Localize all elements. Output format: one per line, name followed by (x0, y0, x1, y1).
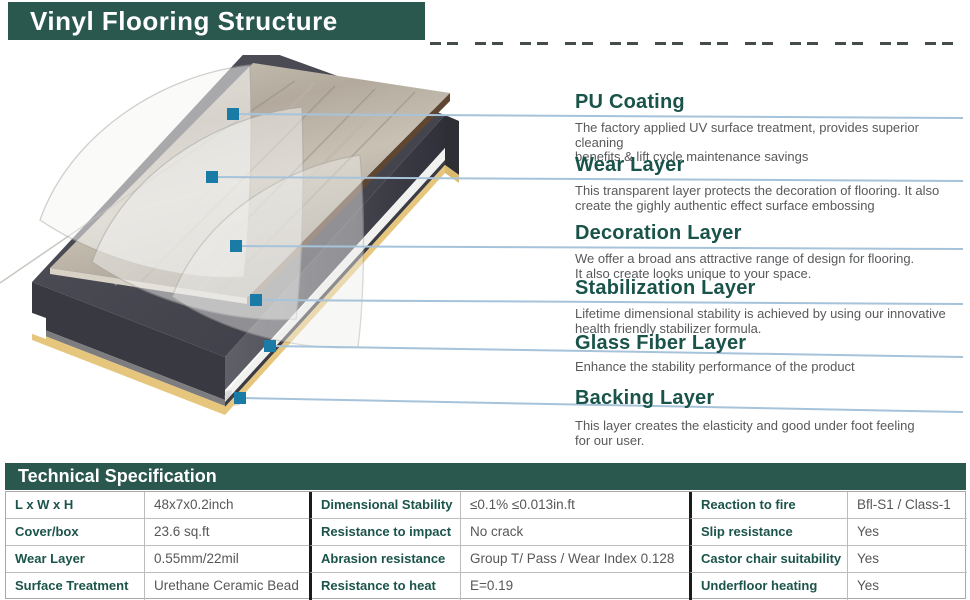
spec-label-cell: Wear Layer (6, 546, 144, 573)
callout-line-glassfiber (269, 345, 964, 358)
callout-line-decoration (235, 245, 964, 250)
spec-value-cell: Group T/ Pass / Wear Index 0.128 (460, 546, 689, 573)
layer-description: We offer a broad ans attractive range of… (575, 251, 915, 281)
spec-value-cell: Yes (847, 573, 967, 600)
spec-value-cell: 23.6 sq.ft (144, 519, 309, 546)
label-stabilization-layer: Stabilization Layer (575, 276, 967, 300)
spec-value-cell: 0.55mm/22mil (144, 546, 309, 573)
layer-description: This transparent layer protects the deco… (575, 183, 940, 213)
callout-marker-wear (206, 171, 218, 183)
spec-label-cell: Underfloor heating (689, 573, 847, 600)
flooring-structure-illustration (0, 55, 964, 415)
callout-marker-decoration (230, 240, 242, 252)
label-glass-fiber-layer: Glass Fiber Layer (575, 331, 967, 355)
layer-name: Stabilization Layer (575, 277, 756, 299)
spec-label-cell: Surface Treatment (15, 578, 129, 593)
label-pu-coating: PU Coating (575, 90, 967, 114)
callout-marker-stabilization (250, 294, 262, 306)
dashed-divider (430, 42, 966, 45)
label-wear-layer: Wear Layer (575, 153, 967, 177)
spec-value-cell: Urethane Ceramic Bead (144, 573, 309, 600)
spec-label-cell: Castor chair suitability (689, 546, 847, 573)
backing-layer-front (225, 165, 445, 415)
label-backing-layer: Backing Layer (575, 386, 967, 410)
callout-line-wear (211, 176, 964, 182)
layer-description: Enhance the stability performance of the… (575, 359, 855, 374)
spec-value-cell: Bfl-S1 / Class-1 (847, 492, 967, 519)
callout-marker-backing (234, 392, 246, 404)
layer-name: PU Coating (575, 91, 685, 113)
layer-name: Wear Layer (575, 154, 685, 176)
callout-marker-glassfiber (264, 340, 276, 352)
layer-description: Lifetime dimensional stability is achiev… (575, 306, 946, 336)
transparent-sheets (39, 64, 365, 349)
layer-name: Glass Fiber Layer (575, 332, 747, 354)
callout-line-backing (239, 397, 964, 413)
spec-label-cell: Reaction to fire (689, 492, 847, 519)
spec-label-cell: Abrasion resistance (309, 546, 460, 573)
layer-description: This layer creates the elasticity and go… (575, 418, 915, 448)
page-title: Vinyl Flooring Structure (30, 6, 338, 36)
title-bar: Vinyl Flooring Structure (8, 2, 425, 40)
spec-title: Technical Specification (18, 466, 217, 486)
spec-label-cell: Resistance to impact (309, 519, 460, 546)
callout-marker-pu (227, 108, 239, 120)
spec-label-cell: Dimensional Stability (309, 492, 460, 519)
callout-line-stabilization (255, 299, 964, 305)
layer-name: Backing Layer (575, 387, 715, 409)
spec-table: L x W x H Cover/box Wear Layer Surface T… (5, 491, 967, 600)
spec-value-cell: No crack (460, 519, 689, 546)
spec-label-cell: L x W x H (6, 492, 144, 519)
backing-layer-left (32, 331, 225, 415)
spec-value-cell: 48x7x0.2inch (144, 492, 309, 519)
glass-fiber-stripe (232, 148, 445, 397)
spec-value-cell: Yes (847, 519, 967, 546)
spec-value-cell: E=0.19 (460, 573, 689, 600)
spec-label-cell: Resistance to heat (309, 573, 460, 600)
layer-description: The factory applied UV surface treatment… (575, 120, 919, 164)
spec-value-cell: ≤0.1% ≤0.013in.ft (460, 492, 689, 519)
spec-label-cell: Slip resistance (689, 519, 847, 546)
spec-title-bar: Technical Specification (5, 463, 966, 490)
callout-line-pu (232, 113, 964, 119)
spec-value-cell: Yes (847, 546, 967, 573)
spec-label-cell: Cover/box (6, 519, 144, 546)
label-decoration-layer: Decoration Layer (575, 221, 967, 245)
layer-name: Decoration Layer (575, 222, 742, 244)
